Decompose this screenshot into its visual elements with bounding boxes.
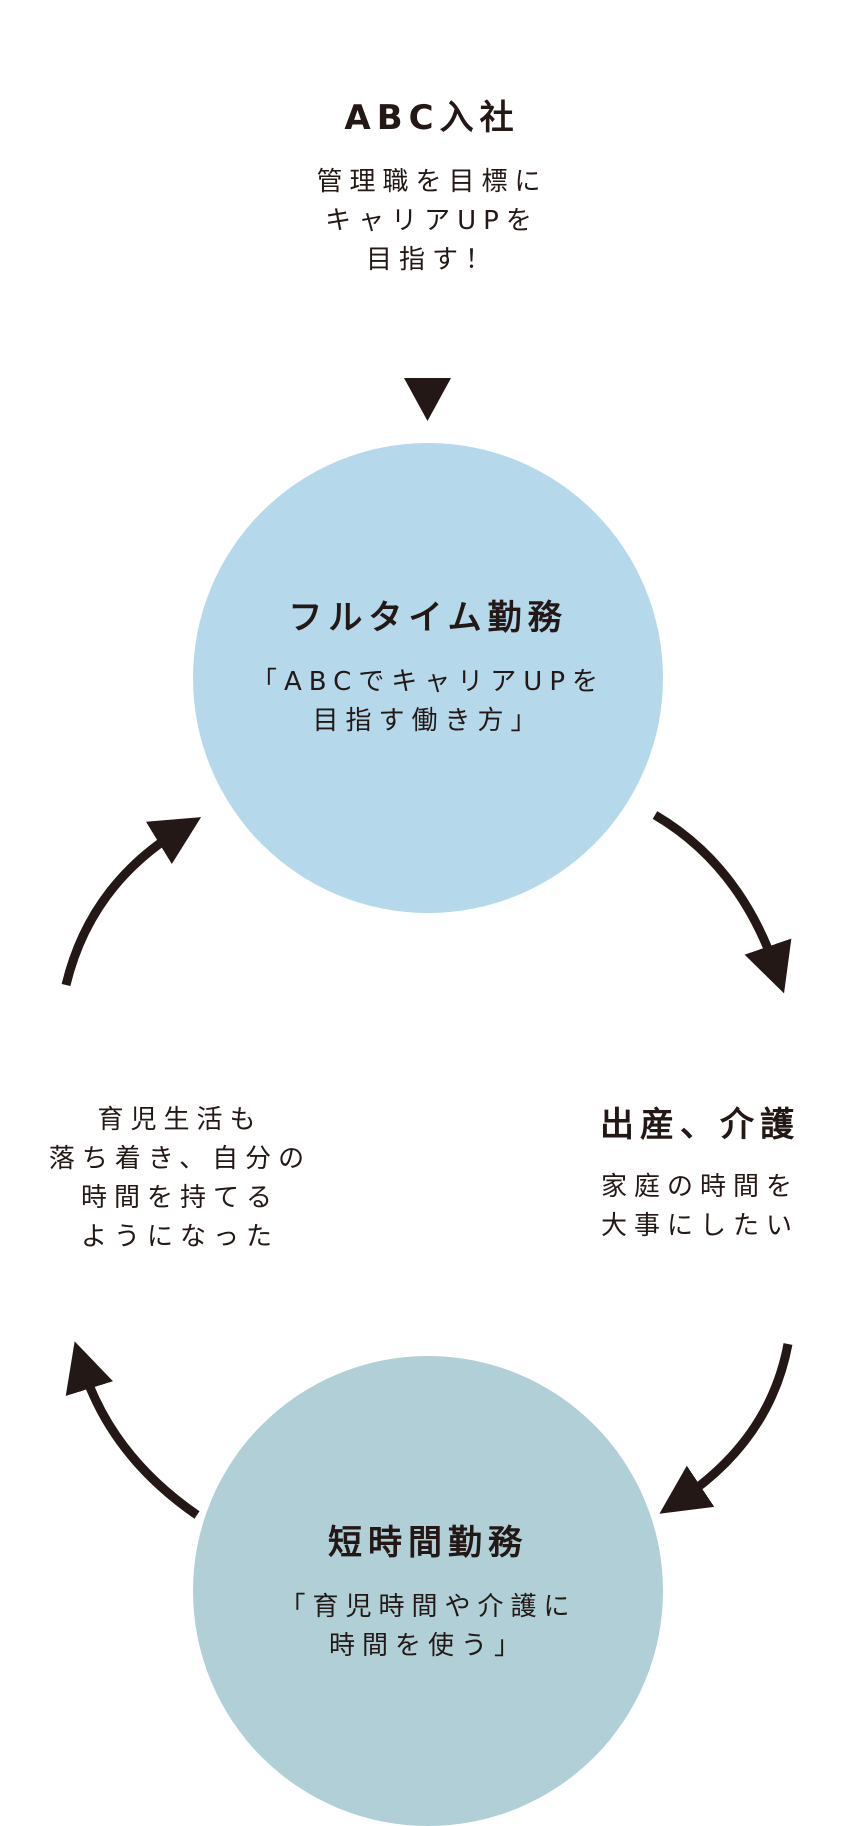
settled-text: 育児生活も 落ち着き、自分の 時間を持てる ようになった bbox=[48, 1105, 312, 1252]
life-event-title: 出産、介護 bbox=[600, 1105, 800, 1145]
arrow-to-full-time bbox=[61, 817, 202, 987]
join-abc-block: ABC入社 管理職を目標に キャリアUPを 目指す！ bbox=[232, 98, 632, 280]
life-event-text: 家庭の時間を 大事にしたい bbox=[600, 1171, 799, 1241]
arrow-to-life-event bbox=[652, 811, 792, 994]
full-time-block: フルタイム勤務 「ABCでキャリアUPを 目指す働き方」 bbox=[193, 598, 663, 741]
full-time-text: 「ABCでキャリアUPを 目指す働き方」 bbox=[250, 666, 606, 736]
life-event-block: 出産、介護 家庭の時間を 大事にしたい bbox=[580, 1105, 820, 1246]
join-abc-title: ABC入社 bbox=[344, 98, 520, 138]
short-time-block: 短時間勤務 「育児時間や介護に 時間を使う」 bbox=[193, 1523, 663, 1666]
arrow-to-short-time bbox=[659, 1343, 793, 1514]
arrow-to-settled bbox=[65, 1341, 200, 1519]
join-abc-text: 管理職を目標に キャリアUPを 目指す！ bbox=[316, 166, 548, 275]
settled-block: 育児生活も 落ち着き、自分の 時間を持てる ようになった bbox=[30, 1101, 330, 1257]
full-time-title: フルタイム勤務 bbox=[288, 598, 568, 638]
down-triangle-icon bbox=[404, 378, 451, 421]
full-time-circle bbox=[193, 443, 663, 913]
short-time-circle bbox=[193, 1356, 663, 1826]
short-time-text: 「育児時間や介護に 時間を使う」 bbox=[279, 1591, 577, 1661]
short-time-title: 短時間勤務 bbox=[328, 1523, 528, 1563]
